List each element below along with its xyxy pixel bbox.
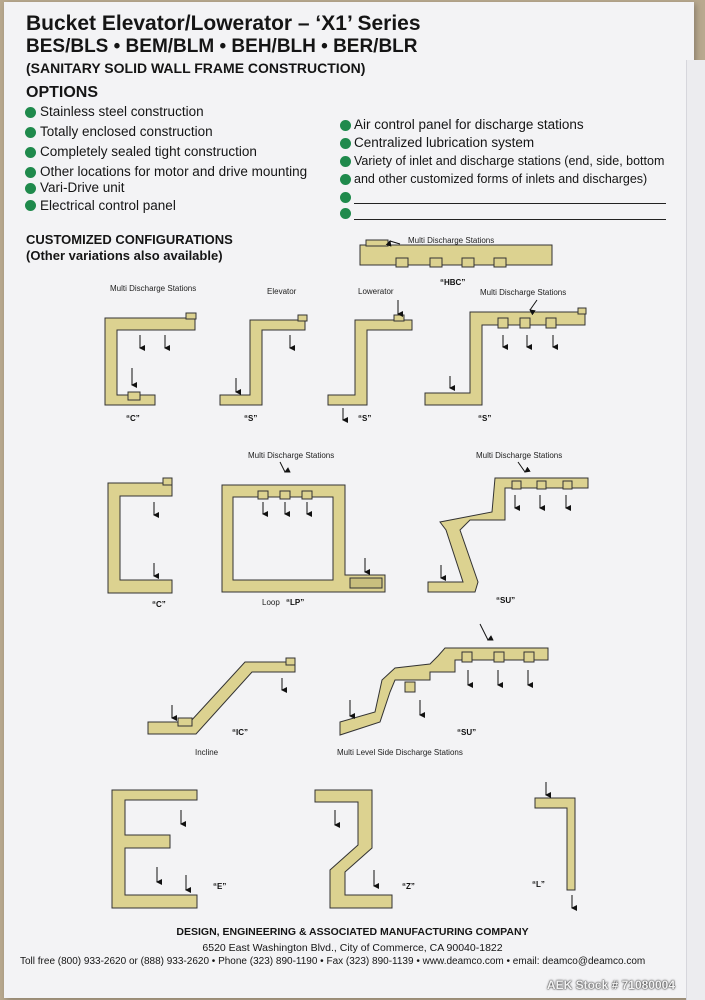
bullet-icon xyxy=(25,147,36,158)
code-s: “S” xyxy=(358,414,372,423)
option-item: Vari-Drive unit xyxy=(40,180,125,195)
label-multi-level: Multi Level Side Discharge Stations xyxy=(337,748,463,757)
bullet-icon xyxy=(340,192,351,203)
option-item: Air control panel for discharge stations xyxy=(354,117,584,132)
construction-note: (SANITARY SOLID WALL FRAME CONSTRUCTION) xyxy=(26,60,366,76)
code-c: “C” xyxy=(152,600,166,609)
label-multi-discharge: Multi Discharge Stations xyxy=(480,288,567,297)
page-edge xyxy=(686,60,705,1000)
model-list: BES/BLS • BEM/BLM • BEH/BLH • BER/BLR xyxy=(26,36,418,57)
code-c: “C” xyxy=(126,414,140,423)
bullet-icon xyxy=(340,120,351,131)
diagram-s-elevator xyxy=(219,314,308,406)
option-item: Variety of inlet and discharge stations … xyxy=(354,154,665,168)
code-z: “Z” xyxy=(402,882,415,891)
code-lp: “LP” xyxy=(286,598,305,607)
option-item: and other customized forms of inlets and… xyxy=(354,172,648,186)
diagram-e xyxy=(111,789,198,909)
stock-watermark: AEK Stock # 71080004 xyxy=(546,978,675,992)
code-su: “SU” xyxy=(457,728,477,737)
option-item: Stainless steel construction xyxy=(40,104,204,119)
option-item: Electrical control panel xyxy=(40,198,176,213)
code-hbc: “HBC” xyxy=(440,278,466,287)
diagram-c-large xyxy=(107,477,173,594)
diagram-l xyxy=(534,797,576,891)
bullet-icon xyxy=(340,156,351,167)
label-multi-discharge: Multi Discharge Stations xyxy=(408,236,495,245)
bullet-icon xyxy=(340,174,351,185)
label-multi-discharge: Multi Discharge Stations xyxy=(110,284,197,293)
code-ic: “IC” xyxy=(232,728,248,737)
company-contact: Toll free (800) 933-2620 or (888) 933-26… xyxy=(20,956,646,967)
bullet-icon xyxy=(25,167,36,178)
option-item: Other locations for motor and drive moun… xyxy=(40,164,308,179)
configs-subheading: (Other variations also available) xyxy=(26,248,223,263)
code-l: “L” xyxy=(532,880,545,889)
diagram-s-lowerator xyxy=(327,314,413,406)
label-multi-discharge: Multi Discharge Stations xyxy=(476,451,563,460)
options-heading: OPTIONS xyxy=(26,84,99,101)
page-title: Bucket Elevator/Lowerator – ‘X1’ Series xyxy=(26,12,421,35)
label-multi-discharge: Multi Discharge Stations xyxy=(248,451,335,460)
diagram-su-large xyxy=(339,647,549,736)
company-address: 6520 East Washington Blvd., City of Comm… xyxy=(202,942,503,954)
label-lowerator: Lowerator xyxy=(358,287,394,296)
label-incline: Incline xyxy=(195,748,219,757)
blank-option-line xyxy=(354,219,666,220)
option-item: Totally enclosed construction xyxy=(40,124,213,139)
diagram-ic xyxy=(147,657,296,735)
code-su: “SU” xyxy=(496,596,516,605)
bullet-icon xyxy=(25,183,36,194)
diagram-c-small xyxy=(104,312,197,406)
configs-heading: CUSTOMIZED CONFIGURATIONS xyxy=(26,232,233,247)
company-name: DESIGN, ENGINEERING & ASSOCIATED MANUFAC… xyxy=(176,926,529,938)
bullet-icon xyxy=(25,107,36,118)
label-loop: Loop xyxy=(262,598,280,607)
bullet-icon xyxy=(340,208,351,219)
code-s: “S” xyxy=(478,414,492,423)
option-item: Centralized lubrication system xyxy=(354,135,535,150)
code-s: “S” xyxy=(244,414,258,423)
option-item: Completely sealed tight construction xyxy=(40,144,257,159)
bullet-icon xyxy=(25,200,36,211)
diagram-hbc xyxy=(359,239,553,268)
bullet-icon xyxy=(25,127,36,138)
diagram-su-small xyxy=(427,477,589,593)
bullet-icon xyxy=(340,138,351,149)
label-elevator: Elevator xyxy=(267,287,297,296)
diagram-z xyxy=(314,789,393,909)
diagram-s-multi xyxy=(424,307,587,406)
code-e: “E” xyxy=(213,882,227,891)
diagram-lp xyxy=(221,484,386,593)
blank-option-line xyxy=(354,203,666,204)
